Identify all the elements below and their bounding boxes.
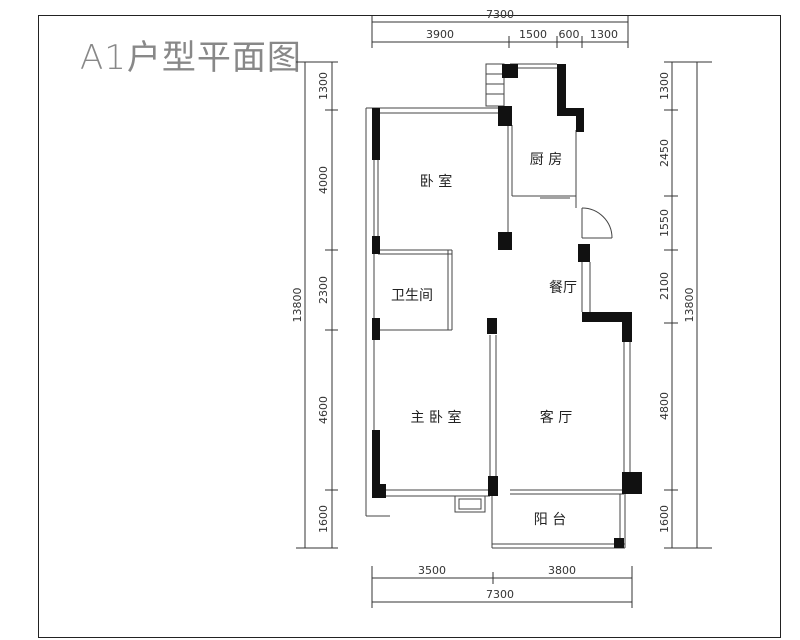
dim-top-seg-2: 1500: [519, 28, 547, 41]
dim-right-total: 13800: [683, 288, 696, 323]
plan-title: A1户型平面图: [80, 38, 302, 78]
dim-bottom-seg-2: 3800: [548, 564, 576, 577]
room-label-living: 客 厅: [540, 409, 572, 426]
dim-right-seg-1: 1300: [658, 72, 671, 100]
room-label-bedroom: 卧 室: [420, 173, 452, 190]
room-label-master-bedroom: 主 卧 室: [411, 409, 462, 426]
dim-left-seg-4: 4600: [317, 396, 330, 424]
dim-right-seg-2: 2450: [658, 139, 671, 167]
thin-walls: [365, 63, 631, 549]
dim-top-seg-1: 3900: [426, 28, 454, 41]
dim-left-total: 13800: [291, 288, 304, 323]
dim-left-seg-3: 2300: [317, 276, 330, 304]
dim-left-seg-1: 1300: [317, 72, 330, 100]
room-label-balcony: 阳 台: [534, 512, 566, 528]
dim-right-seg-4: 2100: [658, 272, 671, 300]
room-label-kitchen: 厨 房: [530, 152, 562, 168]
structural-walls: [372, 64, 642, 548]
dim-top-seg-4: 1300: [590, 28, 618, 41]
dim-right-seg-3: 1550: [658, 209, 671, 237]
dim-right-seg-5: 4800: [658, 392, 671, 420]
dim-bottom-seg-1: 3500: [418, 564, 446, 577]
dim-left-seg-2: 4000: [317, 166, 330, 194]
room-label-dining: 餐厅: [549, 280, 577, 296]
dim-left-seg-5: 1600: [317, 505, 330, 533]
dim-top-total: 7300: [486, 8, 514, 21]
drawing-frame: [38, 15, 781, 638]
dim-right-seg-6: 1600: [658, 505, 671, 533]
dim-top-seg-3: 600: [559, 28, 580, 41]
dim-bottom-total: 7300: [486, 588, 514, 601]
room-label-bathroom: 卫生间: [391, 288, 433, 304]
